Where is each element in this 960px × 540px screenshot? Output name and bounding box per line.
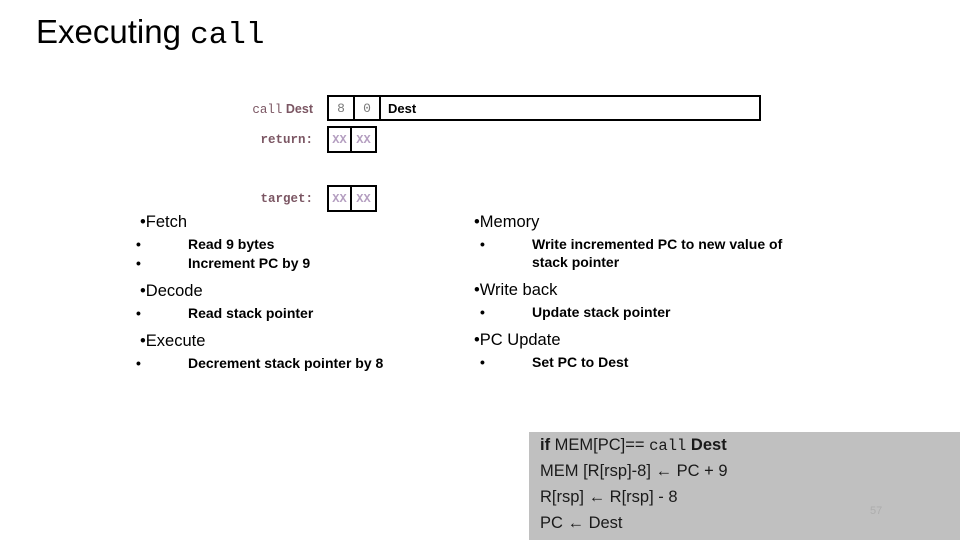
page-title-instruction: call xyxy=(190,18,265,53)
page-title-prefix: Executing xyxy=(36,13,191,50)
stage-title-decode-label: Decode xyxy=(145,282,203,300)
semantics-line-mem-write: MEM [R[rsp]-8] ← PC + 9 xyxy=(540,462,728,480)
stage-group-execute: •Execute • Decrement stack pointer by 8 xyxy=(136,331,470,372)
instruction-diagram: call Dest 8 0 Dest return: XX XX target:… xyxy=(0,92,960,222)
semantics-if-keyword: if xyxy=(540,436,555,454)
stage-title-memory: •Memory xyxy=(474,212,784,233)
stage-title-execute: •Execute xyxy=(140,331,470,352)
bullet-glyph: • xyxy=(474,331,480,349)
return-address-bytes: XX XX xyxy=(327,126,377,153)
stage-item-label: Decrement stack pointer by 8 xyxy=(188,355,384,371)
stage-title-pc-update: •PC Update xyxy=(474,330,784,351)
stage-group-write-back: •Write back •Update stack pointer xyxy=(474,280,784,321)
sub-bullet-glyph: • xyxy=(480,354,485,370)
stage-title-write-back: •Write back xyxy=(474,280,784,301)
stage-group-memory: •Memory •Write incremented PC to new val… xyxy=(474,212,784,271)
stage-item-label: Update stack pointer xyxy=(532,304,671,320)
bullet-glyph: • xyxy=(140,213,146,231)
semantics-line-pc-update: PC ← Dest xyxy=(540,514,623,532)
semantics-line-rsp-update: R[rsp] ← R[rsp] - 8 xyxy=(540,488,678,506)
instruction-byte-dest: Dest xyxy=(388,100,417,116)
diagram-label-call-dest: call Dest xyxy=(110,102,313,117)
diagram-label-target: target: xyxy=(260,192,313,206)
bullet-glyph: • xyxy=(140,282,146,300)
stage-group-fetch: •Fetch •Read 9 bytes •Increment PC by 9 xyxy=(136,212,470,272)
bullet-glyph: • xyxy=(474,281,480,299)
semantics-line-condition: if MEM[PC]== call Dest xyxy=(540,436,727,455)
stage-title-execute-label: Execute xyxy=(145,332,206,350)
stage-title-write-back-label: Write back xyxy=(479,281,558,299)
instruction-byte-icode: 8 xyxy=(329,97,355,119)
page-number: 57 xyxy=(870,505,883,517)
stage-item: • Increment PC by 9 xyxy=(136,254,470,272)
stage-title-fetch: •Fetch xyxy=(140,212,470,233)
sub-bullet-glyph: • xyxy=(480,304,485,320)
stage-title-memory-label: Memory xyxy=(479,213,540,231)
stage-list-left: •Fetch •Read 9 bytes •Increment PC by 9 … xyxy=(136,212,470,381)
target-byte-1: XX xyxy=(356,191,371,206)
stage-item-label: Read stack pointer xyxy=(188,305,314,321)
sub-bullet-glyph: • xyxy=(136,355,141,371)
stage-item-label: Write incremented PC to new value of sta… xyxy=(532,236,783,270)
instruction-byte-ifun: 0 xyxy=(355,97,381,119)
instruction-bytes-call: 8 0 Dest xyxy=(327,95,761,121)
stage-item: • Decrement stack pointer by 8 xyxy=(136,354,470,372)
return-byte-0: XX xyxy=(329,128,352,151)
instruction-semantics-box: if MEM[PC]== call Dest MEM [R[rsp]-8] ← … xyxy=(529,432,960,540)
stage-title-pc-update-label: PC Update xyxy=(479,331,561,349)
stage-group-decode: •Decode • Read stack pointer xyxy=(136,281,470,322)
sub-bullet-glyph: • xyxy=(136,236,141,252)
diagram-label-return: return: xyxy=(260,133,313,147)
stage-group-pc-update: •PC Update •Set PC to Dest xyxy=(474,330,784,371)
diagram-label-call-mnemonic: call xyxy=(252,103,283,117)
target-address-bytes: XX XX xyxy=(327,185,377,212)
semantics-mem-pc: MEM[PC]== xyxy=(554,436,650,454)
sub-bullet-glyph: • xyxy=(136,255,141,271)
return-byte-1: XX xyxy=(356,132,371,147)
stage-item-label: Set PC to Dest xyxy=(532,354,629,370)
stage-item-label: Increment PC by 9 xyxy=(188,255,311,271)
semantics-dest-operand: Dest xyxy=(686,436,727,454)
sub-bullet-glyph: • xyxy=(136,305,141,321)
stage-item-label: Read 9 bytes xyxy=(188,236,275,252)
stage-item: • Read stack pointer xyxy=(136,304,470,322)
stage-list-right: •Memory •Write incremented PC to new val… xyxy=(474,212,784,380)
stage-title-decode: •Decode xyxy=(140,281,470,302)
bullet-glyph: • xyxy=(140,332,146,350)
stage-item: • Write incremented PC to new value of st… xyxy=(474,235,784,271)
page-title: Executing call xyxy=(36,12,265,56)
semantics-call-mnemonic: call xyxy=(649,437,687,455)
stage-item: • Set PC to Dest xyxy=(474,353,784,371)
stage-title-fetch-label: Fetch xyxy=(145,213,188,231)
stage-item: • Read 9 bytes xyxy=(136,235,470,253)
stage-item: • Update stack pointer xyxy=(474,303,784,321)
target-byte-0: XX xyxy=(329,187,352,210)
sub-bullet-glyph: • xyxy=(480,236,485,252)
diagram-label-call-operand: Dest xyxy=(282,102,313,116)
bullet-glyph: • xyxy=(474,213,480,231)
